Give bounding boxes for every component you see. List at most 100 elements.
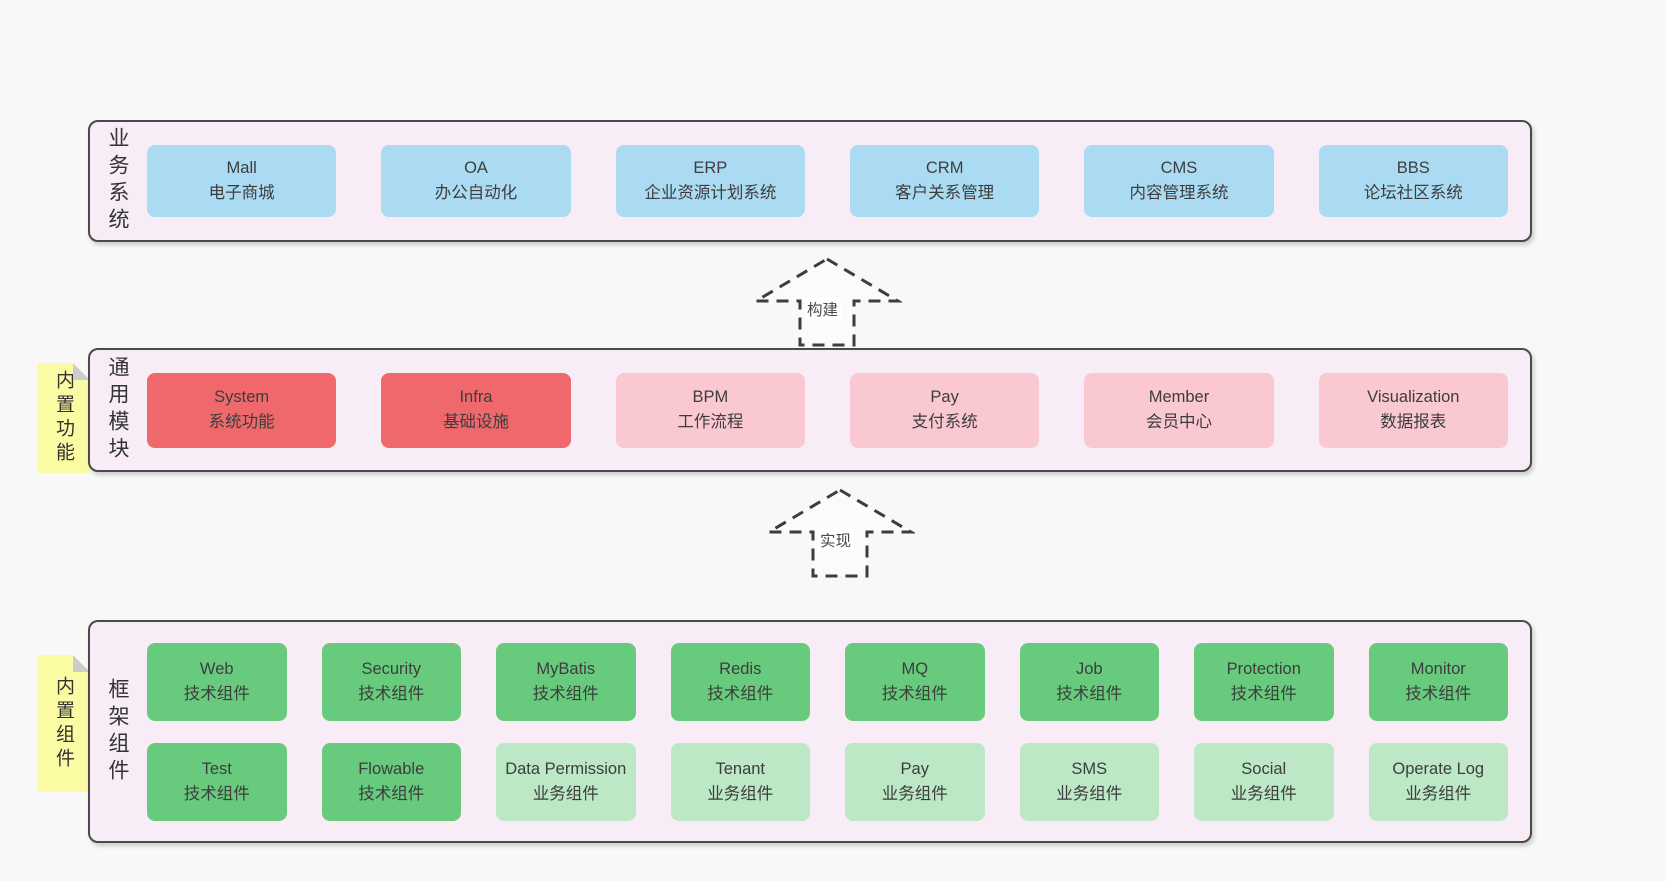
box-subtitle: 技术组件 (358, 684, 425, 703)
box-subtitle: 基础设施 (442, 413, 509, 431)
box-subtitle: 技术组件 (1056, 684, 1123, 703)
box-title: OA (464, 159, 488, 178)
box-subtitle: 业务组件 (532, 784, 599, 803)
box-subtitle: 支付系统 (911, 413, 978, 431)
layer-label-business-systems: 业务系统 (106, 127, 129, 235)
box-mall: Mall 电子商城 (147, 145, 337, 217)
box-title: Test (201, 759, 232, 778)
box-monitor: Monitor 技术组件 (1368, 642, 1508, 721)
box-web: Web 技术组件 (147, 642, 287, 721)
box-title: Web (199, 659, 234, 678)
box-title: Tenant (715, 759, 766, 778)
box-crm: CRM 客户关系管理 (849, 145, 1040, 217)
box-title: Mall (226, 159, 257, 178)
box-title: Visualization (1367, 388, 1460, 407)
arrow-label: 构建 (804, 298, 842, 320)
box-title: Operate Log (1392, 759, 1485, 778)
box-mybatis: MyBatis 技术组件 (496, 642, 636, 721)
box-title: Redis (719, 659, 762, 678)
box-data-permission: Data Permission 业务组件 (496, 742, 636, 821)
box-title: Protection (1226, 659, 1301, 678)
box-subtitle: 数据报表 (1380, 413, 1447, 431)
box-flowable: Flowable 技术组件 (321, 742, 461, 821)
box-subtitle: 技术组件 (881, 684, 948, 703)
box-subtitle: 技术组件 (532, 684, 599, 703)
box-subtitle: 业务组件 (707, 784, 774, 803)
box-subtitle: 论坛社区系统 (1363, 184, 1463, 202)
box-title: Pay (930, 388, 959, 407)
box-security: Security 技术组件 (321, 642, 461, 721)
box-mq: MQ 技术组件 (845, 642, 985, 721)
box-bbs: BBS 论坛社区系统 (1318, 145, 1508, 217)
box-title: MyBatis (536, 659, 596, 678)
box-subtitle: 技术组件 (183, 784, 250, 803)
box-social: Social 业务组件 (1194, 742, 1334, 821)
box-title: BBS (1396, 159, 1430, 178)
sticky-note-label: 内置组件 (53, 675, 74, 772)
box-subtitle: 技术组件 (358, 784, 425, 803)
arrow-build: 构建 (752, 256, 902, 348)
box-operate-log: Operate Log 业务组件 (1368, 742, 1508, 821)
box-member: Member 会员中心 (1084, 372, 1274, 448)
box-redis: Redis 技术组件 (670, 642, 810, 721)
box-title: Job (1075, 659, 1103, 678)
box-subtitle: 业务组件 (1056, 784, 1123, 803)
arrow-label: 实现 (817, 529, 855, 551)
box-protection: Protection 技术组件 (1194, 642, 1334, 721)
box-oa: OA 办公自动化 (381, 145, 571, 217)
box-subtitle: 客户关系管理 (895, 184, 995, 202)
box-subtitle: 电子商城 (208, 184, 275, 202)
box-subtitle: 系统功能 (208, 413, 275, 431)
sticky-note-builtin-features: 内置功能 (37, 363, 90, 473)
sticky-note-label: 内置功能 (53, 370, 74, 466)
box-cms: CMS 内容管理系统 (1084, 145, 1274, 217)
box-title: CMS (1160, 159, 1198, 178)
box-title: Infra (459, 388, 493, 407)
box-title: Member (1148, 388, 1210, 407)
box-subtitle: 业务组件 (1230, 784, 1297, 803)
box-subtitle: 工作流程 (677, 413, 744, 431)
sticky-note-builtin-components: 内置组件 (37, 655, 90, 792)
box-subtitle: 内容管理系统 (1129, 184, 1229, 202)
box-subtitle: 业务组件 (1405, 784, 1472, 803)
box-title: Social (1241, 759, 1287, 778)
box-subtitle: 业务组件 (881, 784, 948, 803)
arrow-implement: 实现 (765, 487, 915, 579)
box-subtitle: 技术组件 (183, 684, 250, 703)
box-title: Security (361, 659, 422, 678)
box-title: Monitor (1410, 659, 1466, 678)
box-title: CRM (925, 159, 964, 178)
box-test: Test 技术组件 (147, 742, 287, 821)
box-job: Job 技术组件 (1019, 642, 1159, 721)
box-title: MQ (901, 659, 929, 678)
box-infra: Infra 基础设施 (381, 372, 571, 448)
layer-label-framework-components: 框架组件 (106, 677, 129, 786)
box-title: Flowable (358, 759, 425, 778)
box-subtitle: 技术组件 (1405, 684, 1472, 703)
box-title: Pay (900, 759, 929, 778)
box-subtitle: 技术组件 (1230, 684, 1297, 703)
box-pay: Pay 业务组件 (845, 742, 985, 821)
box-subtitle: 办公自动化 (434, 184, 518, 202)
box-subtitle: 技术组件 (707, 684, 774, 703)
box-tenant: Tenant 业务组件 (670, 742, 810, 821)
box-pay: Pay 支付系统 (849, 372, 1040, 448)
box-title: Data Permission (505, 759, 627, 778)
box-subtitle: 会员中心 (1145, 413, 1212, 431)
box-subtitle: 企业资源计划系统 (644, 184, 777, 202)
